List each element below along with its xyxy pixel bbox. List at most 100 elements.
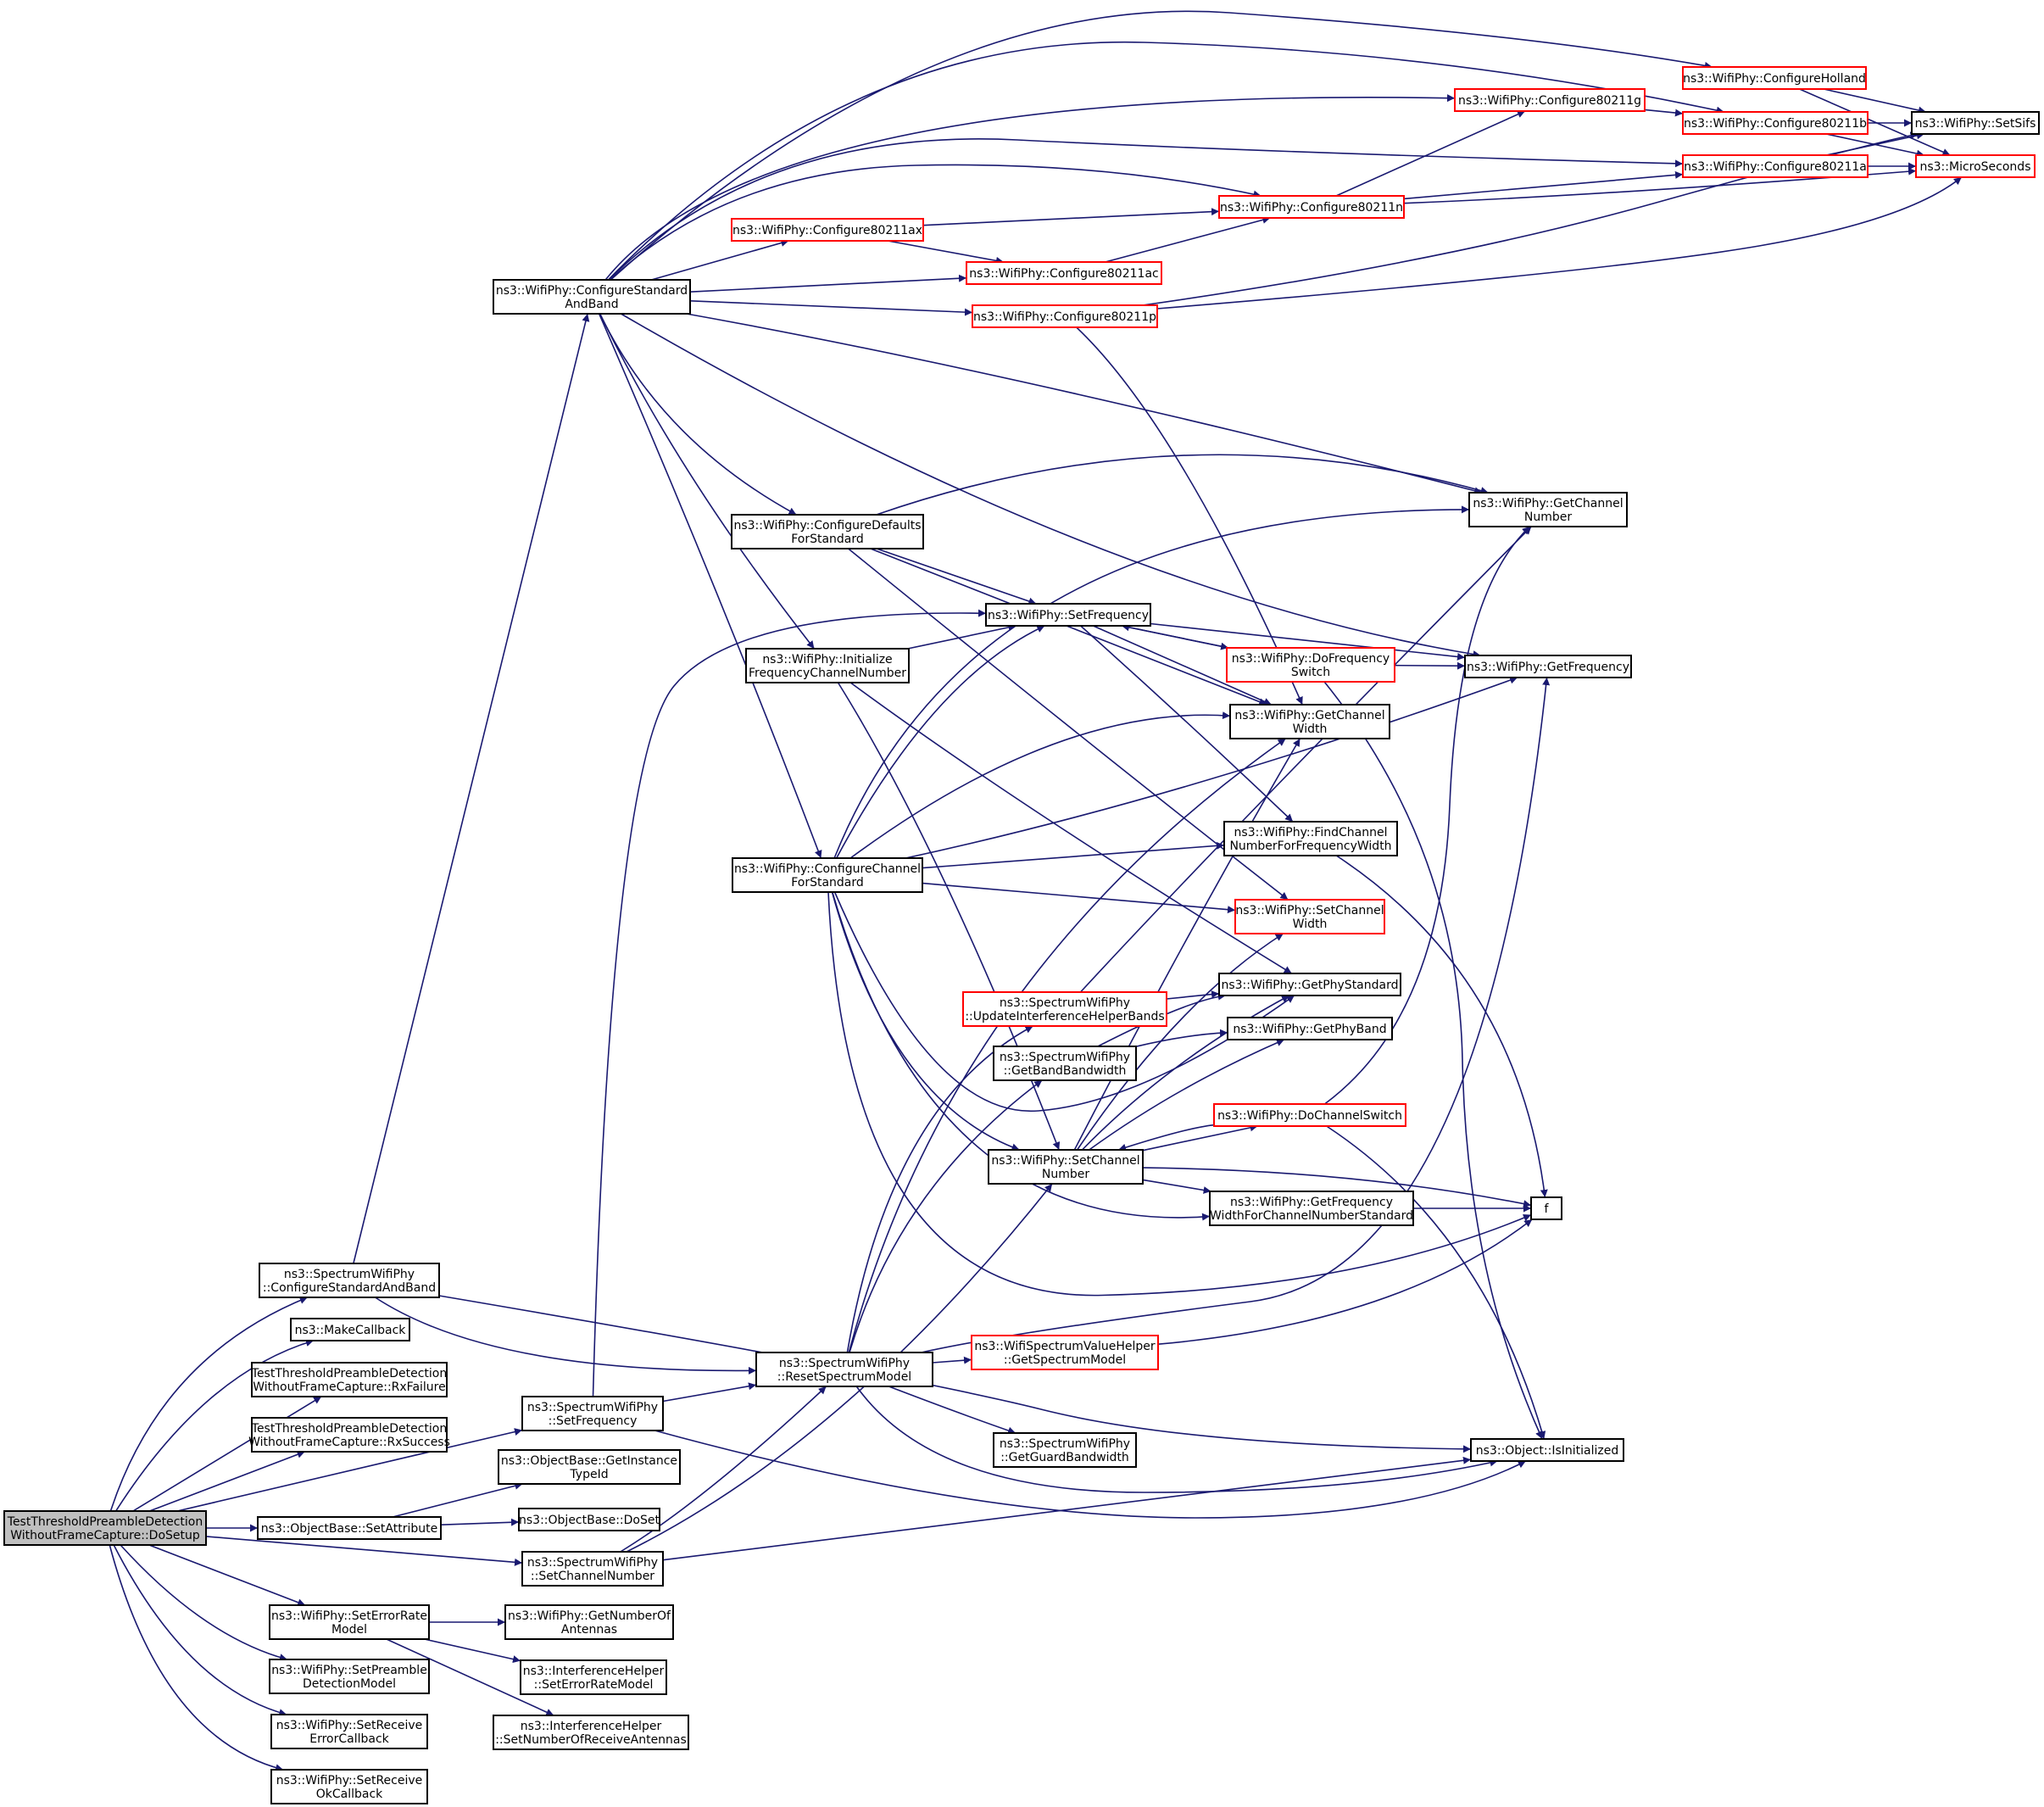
- edge-root-to-swp-setfreq: [177, 1428, 523, 1512]
- edge-wp-seterm-to-ih-setnra: [386, 1638, 554, 1716]
- node-wp-cfgsb[interactable]: ns3::WifiPhy::ConfigureStandardAndBand: [493, 279, 691, 315]
- node-box: [962, 991, 1167, 1027]
- node-wp-cfg11g[interactable]: ns3::WifiPhy::Configure80211g: [1454, 88, 1646, 112]
- node-swp-setchnum[interactable]: ns3::SpectrumWifiPhy::SetChannelNumber: [521, 1551, 664, 1587]
- edge-root-to-makecb: [115, 1339, 315, 1512]
- edge-swp-cfgsb-to-wp-cfgsb: [353, 313, 590, 1264]
- edge-ob-setattr-to-ob-doset: [440, 1518, 520, 1526]
- node-wp-cfghol[interactable]: ns3::WifiPhy::ConfigureHolland: [1682, 66, 1867, 90]
- node-label-line: ns3::WifiPhy::SetReceive: [276, 1719, 423, 1732]
- node-wp-getfreq[interactable]: ns3::WifiPhy::GetFrequency: [1464, 655, 1632, 678]
- node-wp-setchnum[interactable]: ns3::WifiPhy::SetChannelNumber: [988, 1149, 1144, 1185]
- node-wp-cfg11a[interactable]: ns3::WifiPhy::Configure80211a: [1682, 154, 1869, 178]
- edge-wp-setchnum-to-wp-getfwcn: [1142, 1179, 1211, 1194]
- node-box: [1223, 821, 1398, 856]
- node-swp-getbb[interactable]: ns3::SpectrumWifiPhy::GetBandBandwidth: [993, 1046, 1137, 1081]
- node-wp-initfreq[interactable]: ns3::WifiPhy::InitializeFrequencyChannel…: [745, 648, 910, 683]
- edge-wp-dochsw-to-wp-setchnum: [1117, 1124, 1215, 1152]
- node-box: [251, 1362, 448, 1397]
- node-box: [1682, 66, 1867, 90]
- edge-swp-reset-to-wp-getfreq: [921, 677, 1551, 1353]
- edge-swp-reset-to-obj-isinit: [855, 1386, 1498, 1493]
- node-label-line: ns3::SpectrumWifiPhy: [284, 1268, 415, 1281]
- node-wp-findch[interactable]: ns3::WifiPhy::FindChannelNumberForFreque…: [1223, 821, 1398, 856]
- edge-wp-seterm-to-ih-seterm: [424, 1638, 521, 1664]
- node-box: [521, 1551, 664, 1587]
- node-obj-isinit[interactable]: ns3::Object::IsInitialized: [1470, 1438, 1624, 1462]
- node-swp-updih[interactable]: ns3::SpectrumWifiPhy::UpdateInterference…: [962, 991, 1167, 1027]
- node-label-line: ns3::WifiPhy::Initialize: [762, 653, 892, 666]
- edge-root-to-wp-setpdm: [120, 1544, 288, 1661]
- node-ob-doset[interactable]: ns3::ObjectBase::DoSet: [518, 1508, 660, 1531]
- node-wp-cfg11b[interactable]: ns3::WifiPhy::Configure80211b: [1682, 111, 1869, 135]
- node-makecb[interactable]: ns3::MakeCallback: [290, 1318, 410, 1341]
- node-microsec[interactable]: ns3::MicroSeconds: [1915, 154, 2036, 178]
- node-wp-getfwcn[interactable]: ns3::WifiPhy::GetFrequencyWidthForChanne…: [1209, 1191, 1414, 1226]
- node-swp-setfreq[interactable]: ns3::SpectrumWifiPhy::SetFrequency: [521, 1396, 664, 1431]
- node-wp-dochsw[interactable]: ns3::WifiPhy::DoChannelSwitch: [1213, 1103, 1406, 1127]
- node-label-line: ::GetBandBandwidth: [1004, 1064, 1127, 1078]
- node-label-line: ForStandard: [791, 876, 864, 890]
- edge-wp-cfgch-to-wp-getfwcn: [832, 891, 1211, 1221]
- edge-swp-reset-to-swp-getgb: [888, 1386, 1016, 1435]
- node-label-line: ::SetFrequency: [549, 1414, 638, 1428]
- node-f[interactable]: f: [1530, 1196, 1562, 1220]
- node-label-line: ns3::WifiPhy::Configure80211ax: [732, 224, 922, 237]
- node-box: [988, 1149, 1144, 1185]
- edge-wp-cfgsb-to-wp-cfg11g: [604, 94, 1456, 281]
- edge-swp-setfreq-to-wp-setfreq: [592, 609, 987, 1397]
- node-wp-getstd[interactable]: ns3::WifiPhy::GetPhyStandard: [1218, 973, 1401, 996]
- node-label-line: ns3::WifiPhy::Configure80211ac: [969, 267, 1158, 281]
- node-ih-setnra[interactable]: ns3::InterferenceHelper::SetNumberOfRece…: [493, 1715, 689, 1750]
- node-swp-getgb[interactable]: ns3::SpectrumWifiPhy::GetGuardBandwidth: [993, 1432, 1137, 1468]
- node-box: [731, 514, 924, 549]
- edge-ob-setattr-to-ob-getinst: [392, 1481, 523, 1518]
- node-wp-cfgch[interactable]: ns3::WifiPhy::ConfigureChannelForStandar…: [732, 857, 923, 893]
- node-wp-seterm[interactable]: ns3::WifiPhy::SetErrorRateModel: [269, 1604, 430, 1640]
- node-label-line: ns3::InterferenceHelper: [523, 1665, 665, 1678]
- node-wp-cfg11ax[interactable]: ns3::WifiPhy::Configure80211ax: [731, 218, 924, 242]
- node-wp-cfgdef[interactable]: ns3::WifiPhy::ConfigureDefaultsForStanda…: [731, 514, 924, 549]
- node-wp-cfg11p[interactable]: ns3::WifiPhy::Configure80211p: [972, 304, 1158, 328]
- node-rxfail[interactable]: TestThresholdPreambleDetectionWithoutFra…: [251, 1362, 448, 1397]
- node-label-line: ::SetNumberOfReceiveAntennas: [495, 1733, 687, 1747]
- edge-wp-cfgsb-to-wp-cfg11p: [689, 300, 973, 316]
- node-ob-setattr[interactable]: ns3::ObjectBase::SetAttribute: [257, 1516, 442, 1540]
- node-swp-reset[interactable]: ns3::SpectrumWifiPhy::ResetSpectrumModel: [755, 1352, 933, 1387]
- edge-root-to-wp-setrxerr: [113, 1544, 287, 1716]
- node-wp-cfg11n[interactable]: ns3::WifiPhy::Configure80211n: [1218, 195, 1405, 219]
- node-label-line: ns3::WifiPhy::SetReceive: [276, 1774, 423, 1787]
- edge-wp-cfg11g-to-wp-cfg11b: [1644, 109, 1684, 117]
- node-wp-cfg11ac[interactable]: ns3::WifiPhy::Configure80211ac: [966, 261, 1162, 285]
- node-wsvh-getsm[interactable]: ns3::WifiSpectrumValueHelper::GetSpectru…: [971, 1335, 1159, 1370]
- edge-swp-cfgsb-to-swp-reset: [375, 1297, 757, 1375]
- node-root[interactable]: TestThresholdPreambleDetectionWithoutFra…: [3, 1510, 207, 1546]
- node-box: [270, 1714, 428, 1749]
- node-wp-getband[interactable]: ns3::WifiPhy::GetPhyBand: [1227, 1017, 1393, 1040]
- node-swp-cfgsb[interactable]: ns3::SpectrumWifiPhy::ConfigureStandardA…: [259, 1263, 440, 1298]
- node-box: [1470, 1438, 1624, 1462]
- node-wp-setsifs[interactable]: ns3::WifiPhy::SetSifs: [1911, 111, 2040, 135]
- edge-root-to-rxfail: [132, 1396, 322, 1512]
- node-rxsucc[interactable]: TestThresholdPreambleDetectionWithoutFra…: [248, 1417, 450, 1453]
- edge-root-to-wp-seterm: [148, 1544, 306, 1606]
- node-wp-setfreq[interactable]: ns3::WifiPhy::SetFrequency: [985, 603, 1151, 627]
- edge-root-to-rxsucc: [149, 1451, 305, 1512]
- node-ih-seterm[interactable]: ns3::InterferenceHelper::SetErrorRateMod…: [520, 1659, 667, 1695]
- node-label-line: ns3::SpectrumWifiPhy: [1000, 1437, 1130, 1451]
- node-box: [518, 1508, 660, 1531]
- node-label-line: OkCallback: [316, 1787, 383, 1801]
- node-label-line: ns3::SpectrumWifiPhy: [527, 1401, 658, 1414]
- node-box: [251, 1417, 448, 1453]
- node-label-line: ::UpdateInterferenceHelperBands: [965, 1010, 1164, 1023]
- edge-wp-cfg11n-to-wp-cfg11a: [1403, 170, 1684, 200]
